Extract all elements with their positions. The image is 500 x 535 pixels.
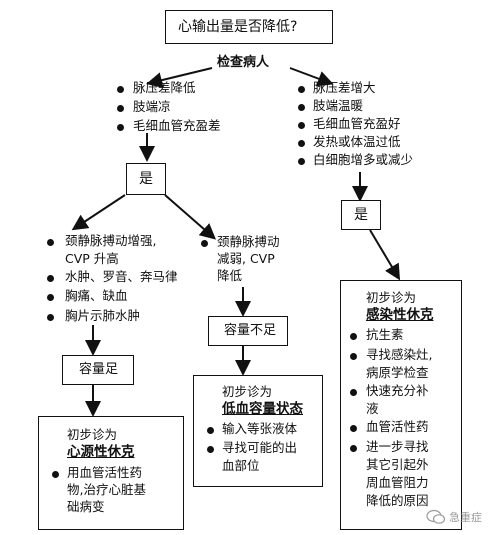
sepsis-prelim: 初步诊为 (366, 290, 417, 305)
right-sign-2: 肢端温暖 (313, 98, 364, 113)
arrow-yes-to-branch-a (71, 194, 126, 231)
volume-full-box: 容量足 (62, 355, 134, 385)
bullet-icon (350, 333, 357, 340)
yes-box-right: 是 (341, 200, 381, 230)
right-sign-5: 白细胞增多或减少 (313, 152, 414, 167)
sepsis-line-2: 寻找感染灶, (366, 347, 433, 362)
arrow-top-to-left (146, 67, 213, 88)
bullet-icon (201, 240, 208, 247)
watermark: 急重症 (426, 506, 496, 528)
branch-a-line-5: 胸片示肺水肿 (65, 308, 141, 323)
bullet-icon (298, 122, 305, 129)
wechat-icon (426, 509, 446, 524)
sepsis-line-4: 快速充分补 (366, 383, 429, 398)
bullet-icon (47, 314, 54, 321)
check-patient-label: 检查病人 (217, 55, 270, 70)
cardiogenic-box: 初步诊为 心源性休克 用血管活性药 物,治疗心脏基 础病变 (38, 416, 184, 530)
bullet-icon (207, 446, 214, 453)
yes-right-text: 是 (354, 207, 368, 223)
bullet-icon (52, 471, 59, 478)
arrow-yes-right-to-sepsis (369, 229, 401, 281)
branch-a-line-3: 水肿、罗音、奔马律 (65, 269, 178, 284)
bullet-icon (350, 389, 357, 396)
sepsis-line-10: 降低的原因 (366, 493, 429, 508)
bullet-icon (117, 105, 124, 112)
bullet-icon (298, 86, 305, 93)
arrow-top-to-right (289, 67, 334, 87)
bullet-icon (207, 427, 214, 434)
yes-left-text: 是 (139, 171, 153, 187)
sepsis-line-3: 病原学检查 (366, 365, 429, 380)
sepsis-title: 感染性休克 (366, 307, 434, 323)
sepsis-line-7: 进一步寻找 (366, 439, 429, 454)
bullet-icon (47, 275, 54, 282)
hypo-line-3: 血部位 (222, 458, 260, 473)
branch-b-line-2: 减弱, CVP (217, 251, 275, 266)
bullet-icon (350, 445, 357, 452)
hypo-prelim: 初步诊为 (222, 384, 273, 399)
branch-b-line-3: 降低 (217, 268, 243, 283)
cardio-line-2: 物,治疗心脏基 (67, 482, 146, 497)
sepsis-line-5: 液 (366, 401, 379, 416)
bullet-icon (47, 239, 54, 246)
question-text: 心输出量是否降低? (178, 19, 298, 35)
right-sign-1: 脉压差增大 (313, 80, 376, 95)
bullet-icon (117, 124, 124, 131)
branch-b-line-1: 颈静脉搏动 (217, 234, 280, 249)
branch-a-line-1: 颈静脉搏动增强, (65, 233, 157, 248)
sepsis-line-1: 抗生素 (366, 327, 404, 342)
hypovolemia-box: 初步诊为 低血容量状态 输入等张液体 寻找可能的出 血部位 (193, 375, 323, 487)
right-sign-4: 发热或体温过低 (313, 134, 401, 149)
left-sign-2: 肢端凉 (133, 99, 171, 114)
bullet-icon (350, 425, 357, 432)
hypo-title: 低血容量状态 (222, 401, 303, 417)
yes-box-left: 是 (126, 163, 166, 195)
bullet-icon (350, 353, 357, 360)
bullet-icon (47, 294, 54, 301)
watermark-text: 急重症 (449, 511, 482, 524)
cardio-line-3: 础病变 (67, 499, 105, 514)
sepsis-line-8: 其它引起外 (366, 457, 429, 472)
cardio-prelim: 初步诊为 (67, 427, 118, 442)
bullet-icon (298, 158, 305, 165)
hypo-line-2: 寻找可能的出 (222, 440, 298, 455)
left-sign-1: 脉压差降低 (133, 80, 196, 95)
volume-full-text: 容量足 (79, 362, 119, 377)
volume-low-box: 容量不足 (208, 316, 288, 346)
arrow-yes-to-branch-b (164, 194, 217, 240)
hypo-line-1: 输入等张液体 (222, 421, 298, 436)
bullet-icon (298, 140, 305, 147)
sepsis-line-9: 周血管阻力 (366, 475, 429, 490)
cardio-line-1: 用血管活性药 (67, 465, 143, 480)
left-sign-3: 毛细血管充盈差 (133, 118, 221, 133)
bullet-icon (298, 104, 305, 111)
sepsis-line-6: 血管活性药 (366, 419, 429, 434)
bullet-icon (117, 86, 124, 93)
branch-a-line-2: CVP 升高 (65, 251, 119, 266)
septic-box: 初步诊为 感染性休克 抗生素 寻找感染灶, 病原学检查 快速充分补 液 血管活性… (340, 280, 462, 530)
volume-low-text: 容量不足 (224, 323, 277, 338)
branch-a-line-4: 胸痛、缺血 (65, 288, 128, 303)
right-sign-3: 毛细血管充盈好 (313, 116, 401, 131)
cardio-title: 心源性休克 (67, 444, 135, 460)
question-box: 心输出量是否降低? (165, 10, 333, 44)
